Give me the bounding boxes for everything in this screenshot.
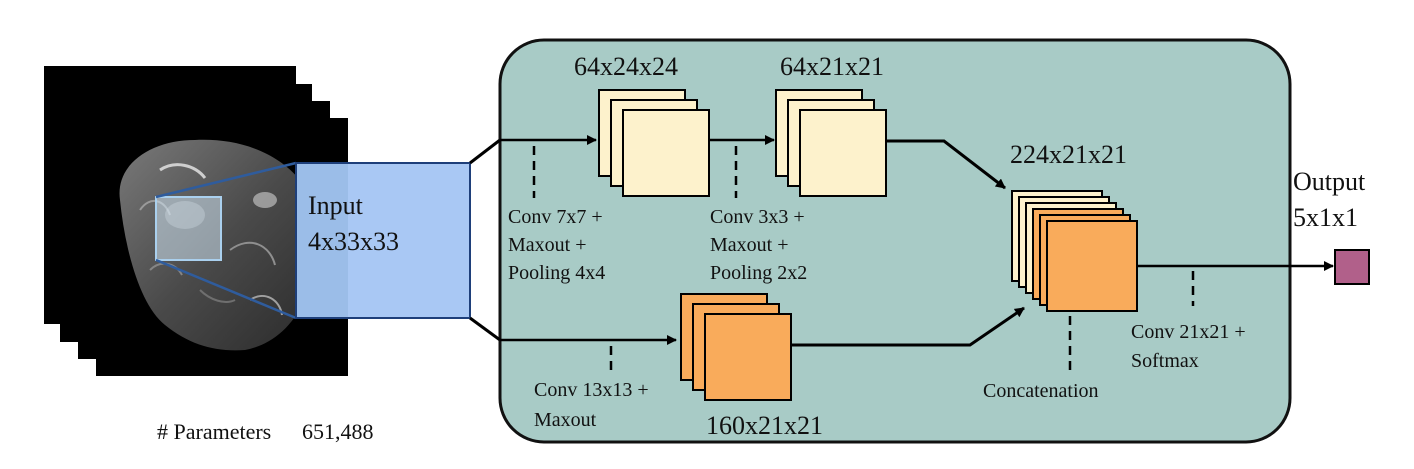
output-label-line1: Output (1293, 167, 1366, 196)
layer1-dims-label: 64x24x24 (574, 52, 678, 81)
layer1-op-line3: Pooling 4x4 (508, 262, 605, 284)
mri-slice-stack (44, 66, 348, 376)
upper-to-concat-arrow (886, 139, 1006, 190)
input-label-line2: 4x33x33 (308, 227, 399, 256)
layer2-op-line2: Maxout + (710, 234, 789, 256)
input-block: Input 4x33x33 (295, 162, 471, 319)
output-node (1334, 249, 1370, 285)
input-to-upper-line (469, 138, 501, 165)
output-label-line2: 5x1x1 (1293, 203, 1358, 232)
lower-op-line2: Maxout (534, 409, 597, 431)
input-label-line1: Input (308, 191, 364, 220)
feature-maps-224x21x21 (1011, 190, 1138, 312)
layer2-dims-label: 64x21x21 (780, 52, 884, 81)
input-block-border (295, 162, 471, 319)
layer2-op-line3: Pooling 2x2 (710, 262, 807, 284)
lower-dims-label: 160x21x21 (706, 411, 823, 440)
patch-projection-line-top (155, 161, 297, 199)
lower-op-line1: Conv 13x13 + (534, 379, 649, 401)
layer1-op-line1: Conv 7x7 + (508, 206, 603, 228)
layer1-op-line2: Maxout + (508, 234, 587, 256)
input-to-lower-line (469, 316, 501, 342)
input-block-right (348, 163, 470, 318)
output-op-line2: Softmax (1131, 350, 1199, 372)
output-op-line1: Conv 21x21 + (1131, 321, 1246, 343)
feature-maps-64x24x24 (598, 89, 710, 197)
parameters-label: # Parameters (157, 419, 271, 444)
input-patch-highlight (155, 196, 222, 261)
concat-label: Concatenation (983, 380, 1099, 402)
parameters-value: 651,488 (302, 419, 374, 444)
input-block-left (296, 163, 348, 318)
feature-maps-64x21x21 (775, 89, 887, 197)
feature-maps-160x21x21 (680, 293, 792, 401)
concat-dims-label: 224x21x21 (1010, 140, 1127, 169)
patch-projection-line-bottom (155, 258, 297, 320)
lower-to-concat-arrow (791, 306, 1025, 347)
layer2-op-line1: Conv 3x3 + (710, 206, 805, 228)
